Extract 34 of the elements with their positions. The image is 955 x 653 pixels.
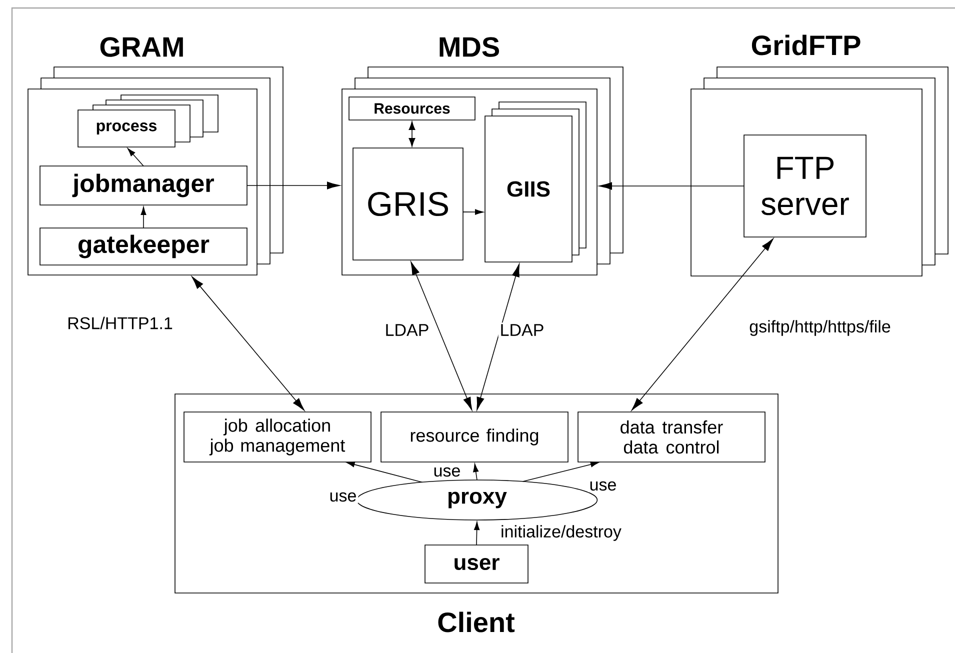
process-box: GRIS <box>352 148 464 260</box>
process-box: process <box>78 110 176 148</box>
process-box: user <box>424 544 528 584</box>
arrow <box>127 148 144 166</box>
process-box: jobmanager <box>40 166 248 206</box>
process-box: resource finding <box>380 412 568 462</box>
arrow <box>474 522 480 546</box>
heading: MDS <box>440 37 500 57</box>
double-arrow <box>476 264 520 410</box>
arrow <box>346 462 423 483</box>
process-box: job allocation job management <box>184 412 372 462</box>
arrow <box>473 464 479 480</box>
heading: GRAM <box>100 37 183 57</box>
arrow <box>522 462 599 482</box>
process-box: FTP server <box>744 134 866 238</box>
edge-label: RSL/HTTP1.1 <box>66 315 174 331</box>
edge-label: LDAP <box>383 322 431 338</box>
double-arrow <box>631 238 774 411</box>
double-arrow <box>410 262 472 410</box>
double-arrow <box>408 121 416 147</box>
heading: Client <box>438 612 515 632</box>
double-arrow <box>192 276 304 411</box>
arrow <box>462 209 484 215</box>
process-box: gatekeeper <box>40 228 248 266</box>
edge-label: gsiftp/http/https/file <box>748 318 892 338</box>
process-box: data transfer data control <box>578 412 766 462</box>
arrow <box>246 182 340 190</box>
arrow <box>598 182 744 190</box>
arrow <box>140 206 146 228</box>
heading: GridFTP <box>752 34 860 56</box>
edge-label: LDAP <box>498 322 546 338</box>
edge-label: initialize/destroy <box>499 524 623 542</box>
process-box: Resources <box>348 96 476 120</box>
process-box: GIIS <box>484 116 572 262</box>
